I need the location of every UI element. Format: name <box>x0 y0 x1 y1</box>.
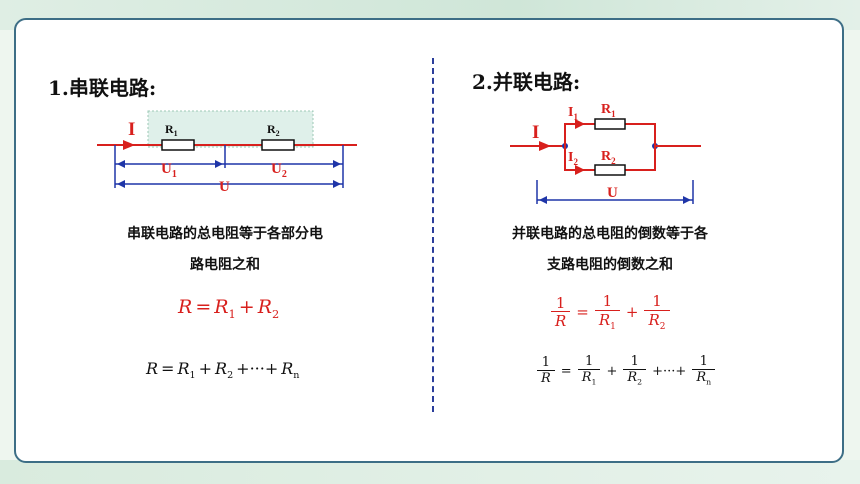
i2-arrow <box>575 165 585 175</box>
resistor-r2 <box>594 164 626 176</box>
current-arrow <box>123 140 135 150</box>
background-band-bottom <box>0 460 860 484</box>
parallel-desc-line2: 支路电阻的倒数之和 <box>547 257 673 273</box>
u1-arrow-left <box>117 160 125 168</box>
current-arrow <box>539 141 551 151</box>
i1-arrow <box>575 119 585 129</box>
u-label: U <box>219 179 230 193</box>
series-formula-n: R=R1+R2+···+Rn <box>146 359 300 382</box>
content-card <box>14 18 844 463</box>
parallel-circuit-diagram: I I1 R1 I2 R2 U <box>510 102 701 204</box>
parallel-desc-line1: 并联电路的总电阻的倒数等于各 <box>512 226 708 242</box>
u-arrow-right <box>683 196 691 204</box>
r2-label: R2 <box>601 149 616 166</box>
u-arrow-left <box>539 196 547 204</box>
u1-arrow <box>215 160 223 168</box>
resistor-r2 <box>261 139 295 151</box>
u1-label: U1 <box>161 161 177 180</box>
r1-label: R1 <box>601 102 616 119</box>
i1-label: I1 <box>568 105 578 122</box>
u-arrow-left <box>117 180 125 188</box>
u2-label: U2 <box>271 161 287 180</box>
current-label: I <box>128 119 135 140</box>
series-desc-line1: 串联电路的总电阻等于各部分电 <box>127 226 323 242</box>
resistor-r1 <box>594 118 626 130</box>
series-circuit-diagram: I R1 R2 U1 U2 U <box>97 110 357 193</box>
u-label: U <box>607 185 618 201</box>
u-arrow <box>333 180 341 188</box>
resistor-r1 <box>161 139 195 151</box>
series-heading: 1.串联电路: <box>48 76 157 100</box>
r1-label: R1 <box>165 122 178 138</box>
u2-arrow <box>333 160 341 168</box>
series-desc-line2: 路电阻之和 <box>190 257 260 273</box>
series-description: 串联电路的总电阻等于各部分电 路电阻之和 <box>60 219 390 281</box>
i2-label: I2 <box>568 150 578 167</box>
r2-label: R2 <box>267 122 280 138</box>
parallel-description: 并联电路的总电阻的倒数等于各 支路电阻的倒数之和 <box>455 219 765 281</box>
series-formula-two: R=R1+R2 <box>178 296 280 321</box>
current-label: I <box>532 122 539 143</box>
parallel-heading: 2.并联电路: <box>472 70 581 94</box>
dashed-divider <box>432 58 434 412</box>
